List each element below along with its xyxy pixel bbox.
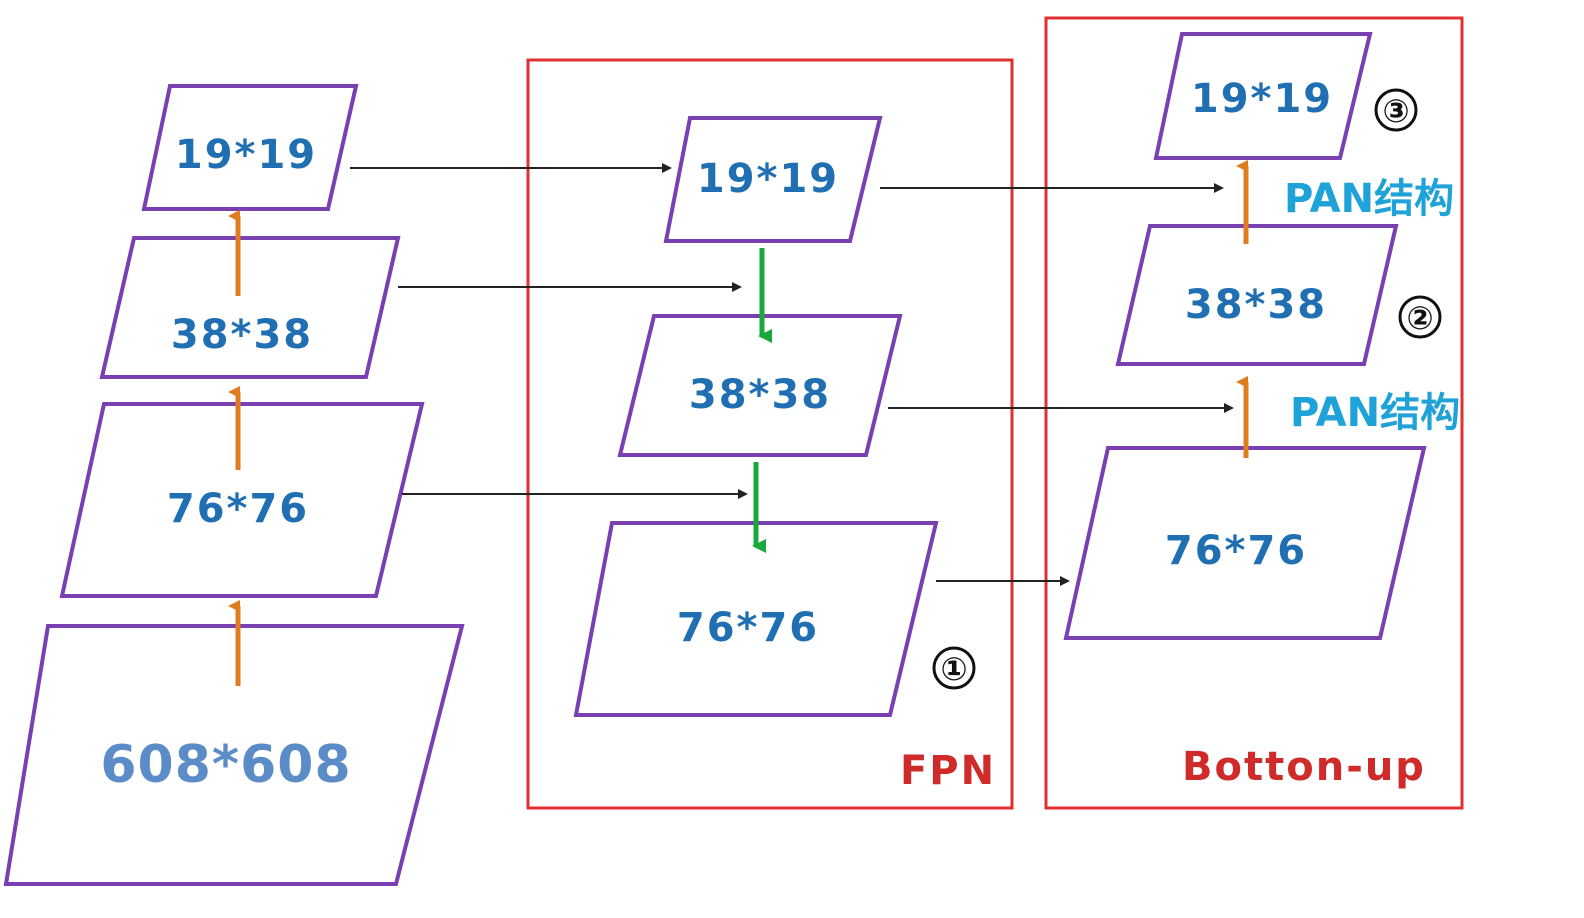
fpn-marker-1: ① xyxy=(932,646,976,690)
bottomup-76-parallelogram xyxy=(1063,446,1427,640)
backbone-38-parallelogram xyxy=(99,236,401,379)
fpn-marker-1-text: ① xyxy=(940,650,967,688)
bottomup-marker-3-text: ③ xyxy=(1382,92,1409,130)
bottomup-19-label: 19*19 xyxy=(1191,76,1333,122)
bottomup-38-label: 38*38 xyxy=(1185,282,1327,328)
backbone-38-label: 38*38 xyxy=(171,312,313,358)
fpn-title: FPN xyxy=(900,748,996,794)
fpn-19-parallelogram xyxy=(663,116,883,243)
bottomup-marker-3: ③ xyxy=(1374,88,1418,132)
backbone-608-parallelogram xyxy=(3,624,465,886)
bottom-up-title: Botton-up xyxy=(1182,744,1426,790)
bottomup-19-parallelogram xyxy=(1153,32,1373,160)
bottomup-marker-2-text: ② xyxy=(1406,299,1433,337)
fpn-76-label: 76*76 xyxy=(677,605,819,651)
backbone-76-label: 76*76 xyxy=(167,486,309,532)
fpn-76-parallelogram xyxy=(573,521,939,717)
fpn-19-label: 19*19 xyxy=(697,156,839,202)
backbone-76-parallelogram xyxy=(59,402,425,598)
bottomup-76-label: 76*76 xyxy=(1165,528,1307,574)
fpn-region-box xyxy=(526,58,1014,810)
backbone-608-label: 608*608 xyxy=(100,735,351,795)
bottomup-marker-2: ② xyxy=(1398,295,1442,339)
backbone-19-parallelogram xyxy=(141,84,359,211)
backbone-19-label: 19*19 xyxy=(175,132,317,178)
bottom-up-region-box xyxy=(1044,16,1464,810)
pan-label-upper: PAN结构 xyxy=(1284,176,1454,222)
fpn-38-label: 38*38 xyxy=(689,372,831,418)
pan-label-lower: PAN结构 xyxy=(1290,390,1460,436)
bottomup-38-parallelogram xyxy=(1115,224,1399,366)
fpn-38-parallelogram xyxy=(617,314,903,457)
